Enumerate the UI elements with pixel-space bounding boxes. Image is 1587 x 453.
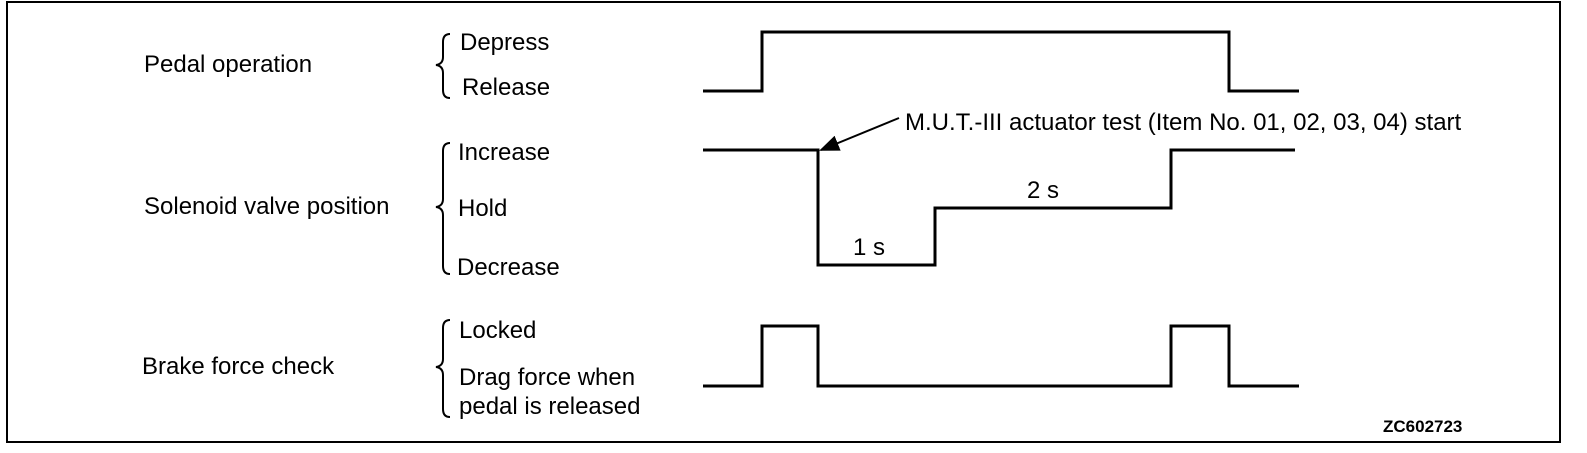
pedal-signal-line (703, 30, 1299, 93)
pedal-operation-label: Pedal operation (144, 51, 312, 78)
solenoid-state-increase: Increase (458, 139, 550, 166)
solenoid-valve-label: Solenoid valve position (144, 193, 390, 220)
test-start-arrow (819, 117, 900, 151)
diagram-frame (6, 1, 1561, 443)
pedal-state-release: Release (462, 74, 550, 101)
solenoid-state-hold: Hold (458, 195, 507, 222)
brake-force-signal-line (703, 324, 1299, 388)
brake-state-locked: Locked (459, 317, 536, 344)
brake-brace (435, 319, 451, 418)
actuator-test-start-note: M.U.T.-III actuator test (Item No. 01, 0… (905, 109, 1462, 136)
solenoid-signal-line (703, 148, 1295, 267)
solenoid-state-decrease: Decrease (457, 254, 560, 281)
brake-state-drag-line2: pedal is released (459, 393, 640, 420)
hold-duration-label: 2 s (1027, 177, 1059, 204)
pedal-brace (435, 33, 451, 99)
decrease-duration-label: 1 s (853, 234, 885, 261)
brake-force-label: Brake force check (142, 353, 335, 380)
figure-code: ZC602723 (1383, 417, 1462, 436)
solenoid-brace (435, 142, 451, 275)
pedal-state-depress: Depress (460, 29, 549, 56)
brake-state-drag-line1: Drag force when (459, 364, 635, 391)
